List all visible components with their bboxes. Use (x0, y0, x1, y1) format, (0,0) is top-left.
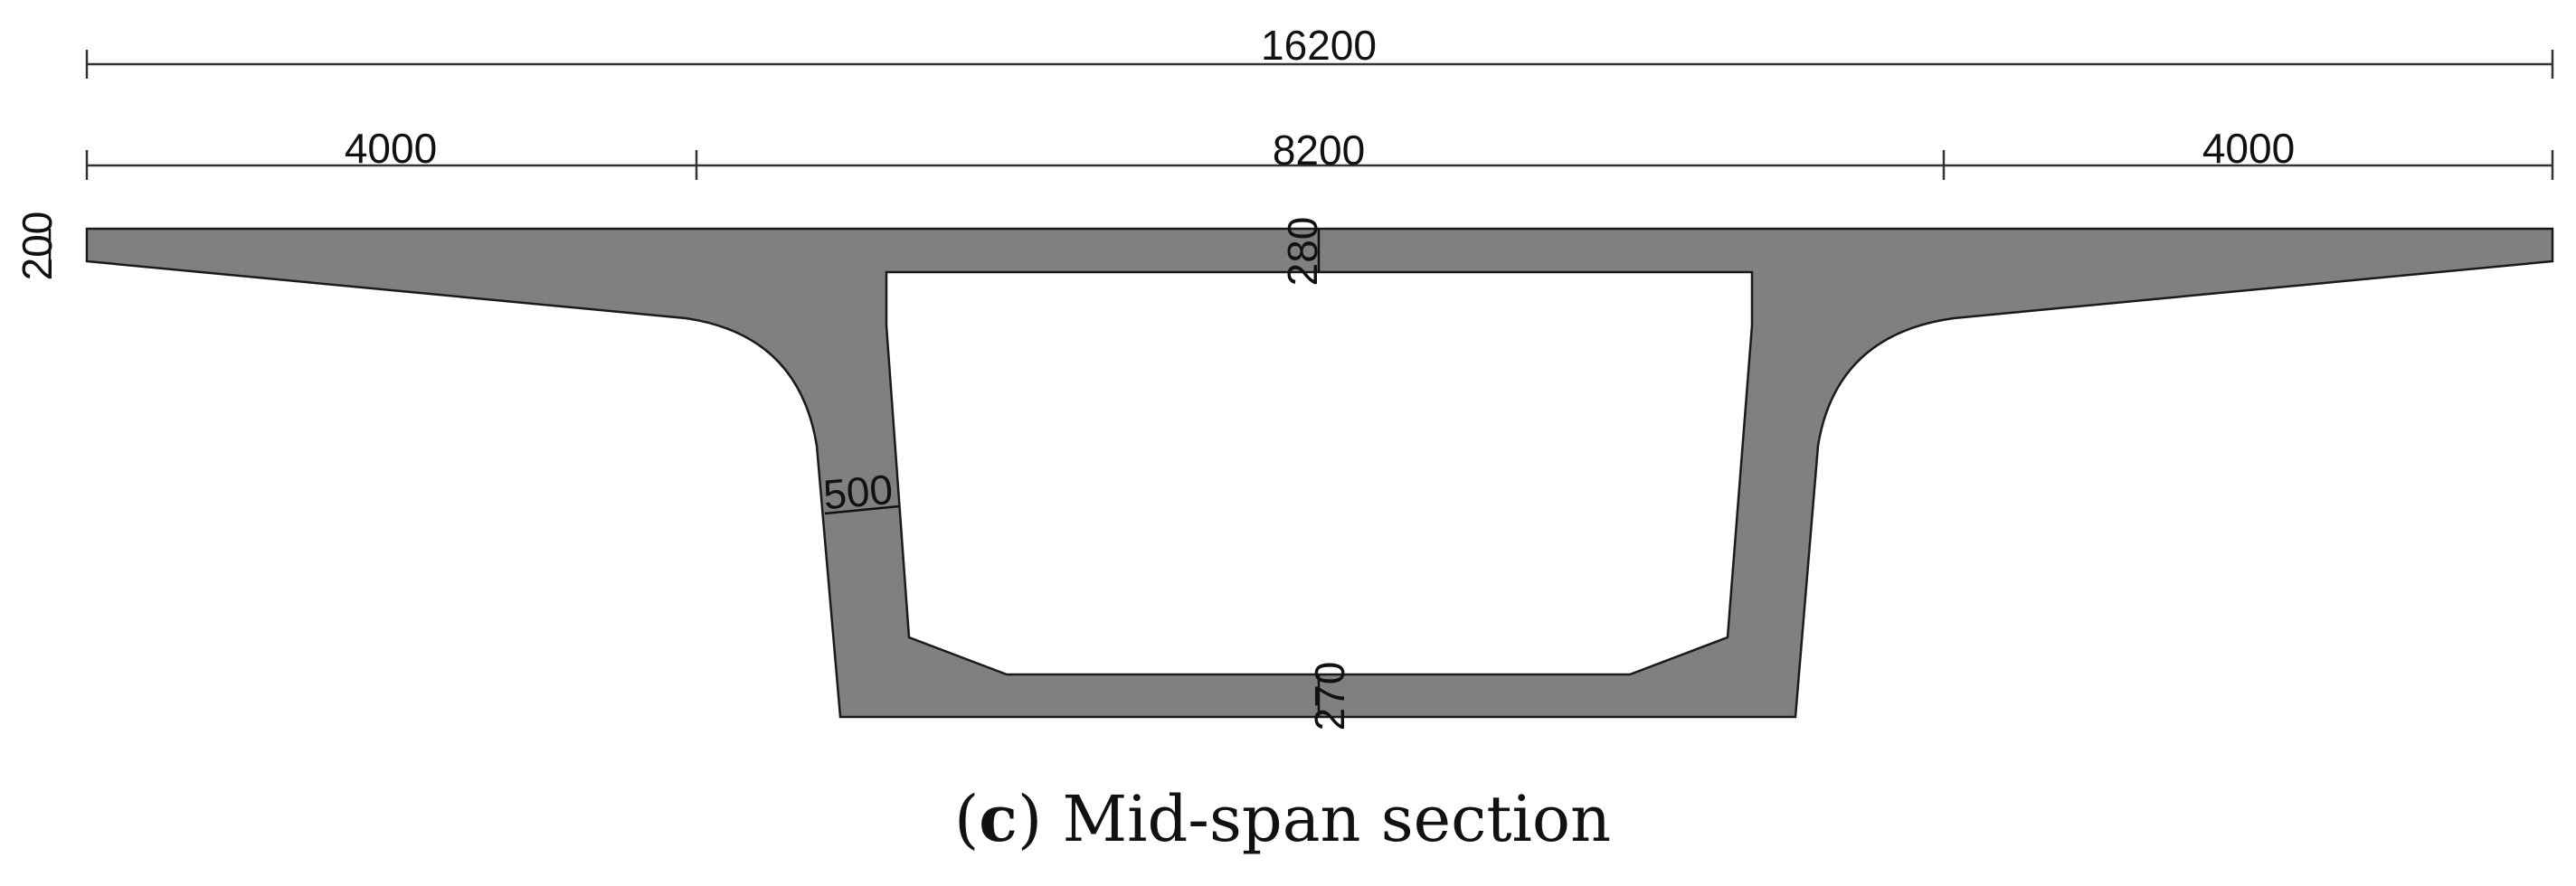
figure-caption: (c) Mid-span section (954, 781, 1611, 856)
top-slab-thickness-label: 280 (1279, 217, 1326, 287)
thickness-annotations: 200 280 500 270 (14, 212, 1353, 731)
web-thickness-label: 500 (821, 466, 895, 518)
caption-title: Mid-span section (1062, 782, 1611, 856)
dimension-segments: 4000 8200 4000 (85, 125, 2554, 180)
cantilever-tip-thickness-label: 200 (14, 212, 61, 281)
web-dimension-line (824, 504, 900, 515)
bottom-slab-thickness-label: 270 (1306, 662, 1353, 731)
left-cantilever-label: 4000 (345, 125, 437, 172)
box-girder-section (85, 227, 2554, 719)
box-width-label: 8200 (1273, 127, 1365, 174)
total-width-label: 16200 (1261, 22, 1377, 69)
dimension-total-width: 16200 (85, 22, 2554, 79)
right-cantilever-label: 4000 (2202, 125, 2295, 172)
caption-label: c (979, 781, 1018, 856)
